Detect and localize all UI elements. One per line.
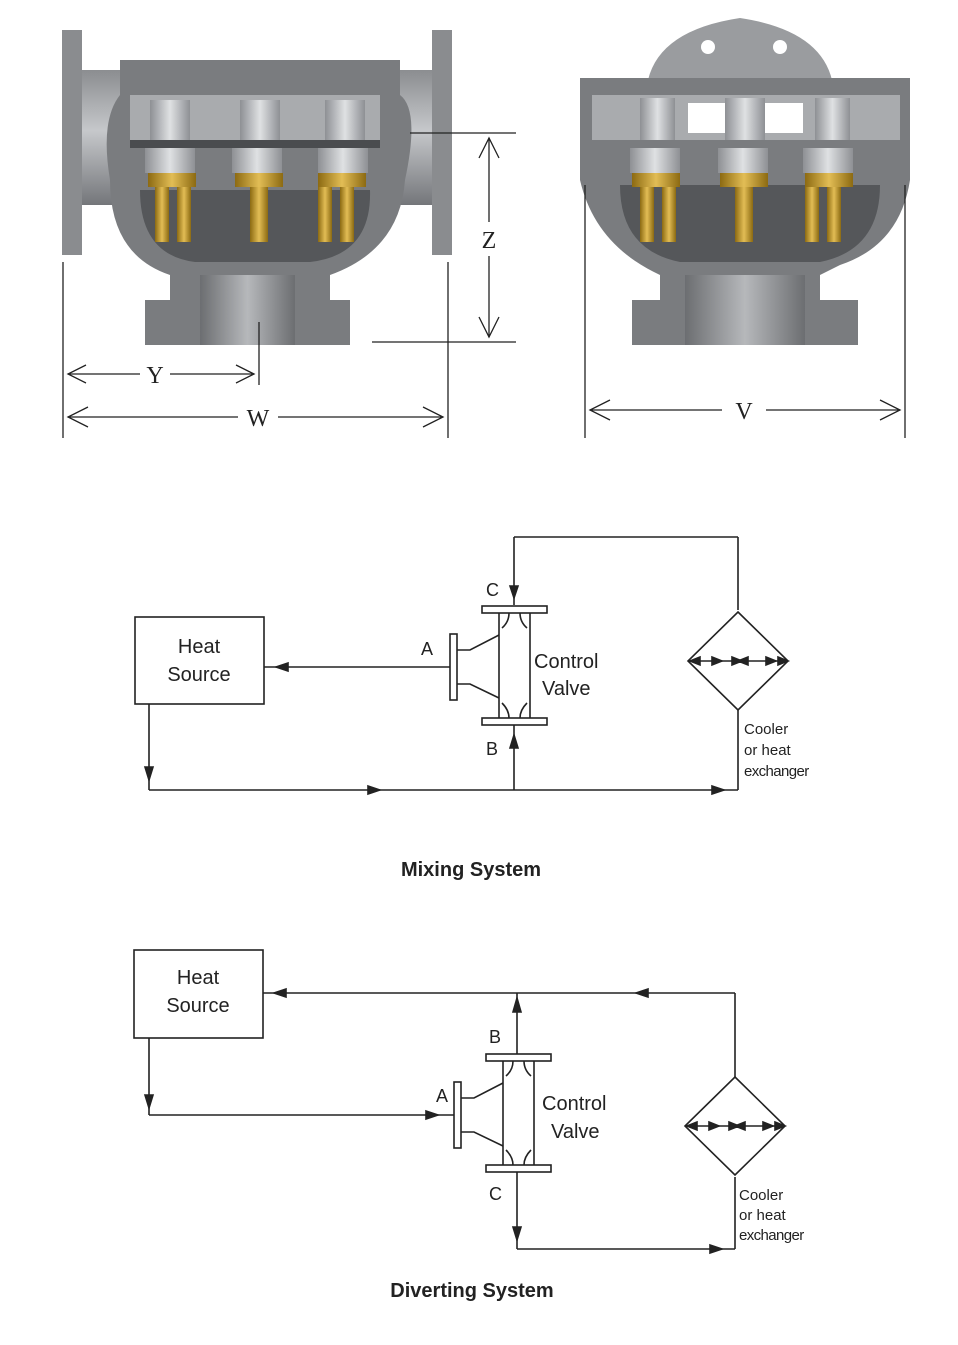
cooler-label-line1: Cooler: [739, 1187, 783, 1204]
heat-source-label-line1: Heat: [177, 967, 220, 989]
valve-cutaway-end-view: V: [580, 18, 910, 438]
brass-thermostat-elements: [632, 173, 853, 242]
cooler-label-line3: exchanger: [739, 1227, 804, 1244]
control-valve-label-line1: Control: [542, 1093, 606, 1115]
control-valve-label-line2: Valve: [542, 678, 591, 700]
valve-cutaway-side-view: Y W Z: [62, 30, 516, 438]
right-flange: [432, 30, 452, 255]
valve-flange-a: [453, 1081, 462, 1149]
top-flange-dome: [648, 18, 832, 80]
diverting-system-caption: Diverting System: [390, 1280, 553, 1302]
port-a-label: A: [436, 1086, 448, 1106]
port-b-label: B: [489, 1027, 501, 1047]
control-valve-label-line2: Valve: [551, 1121, 600, 1143]
thermostat-head: [232, 148, 282, 173]
brass-thermostat-elements: [148, 173, 366, 242]
thermostat-head: [145, 148, 195, 173]
mixing-system-caption: Mixing System: [401, 859, 541, 881]
cooler-label-line2: or heat: [744, 742, 792, 759]
dim-label-v: V: [735, 399, 753, 425]
port-b-label: B: [486, 739, 498, 759]
heat-source-label-line2: Source: [166, 995, 229, 1017]
bottom-outlet: [200, 275, 295, 345]
dim-label-z: Z: [482, 228, 497, 254]
heat-source-label-line1: Heat: [178, 636, 221, 658]
heat-source-label-line2: Source: [167, 664, 230, 686]
left-flange: [62, 30, 82, 255]
cooler-label-line3: exchanger: [744, 763, 809, 780]
diverting-system-labels: Heat Source Control Valve A B C Cooler o…: [166, 967, 805, 1302]
mixing-system-labels: Heat Source Control Valve A C B Cooler o…: [167, 580, 810, 881]
valve-flange-a: [449, 633, 458, 701]
port-c-label: C: [486, 580, 499, 600]
port-a-label: A: [421, 639, 433, 659]
cooler-label-line2: or heat: [739, 1207, 787, 1224]
dim-label-y: Y: [146, 363, 163, 389]
dim-label-w: W: [247, 406, 270, 432]
mixing-system-diagram: [134, 536, 791, 796]
valve-flange-c: [485, 1164, 552, 1173]
heat-source-box: [134, 616, 265, 705]
valve-flange-b: [485, 1053, 552, 1062]
valve-flange-b: [481, 717, 548, 726]
cooler-label-line1: Cooler: [744, 721, 788, 738]
control-valve-label-line1: Control: [534, 651, 598, 673]
heat-source-box: [133, 949, 264, 1039]
thermostat-head: [318, 148, 368, 173]
diverting-system-diagram: [133, 949, 788, 1255]
port-c-label: C: [489, 1184, 502, 1204]
valve-flange-c: [481, 605, 548, 614]
